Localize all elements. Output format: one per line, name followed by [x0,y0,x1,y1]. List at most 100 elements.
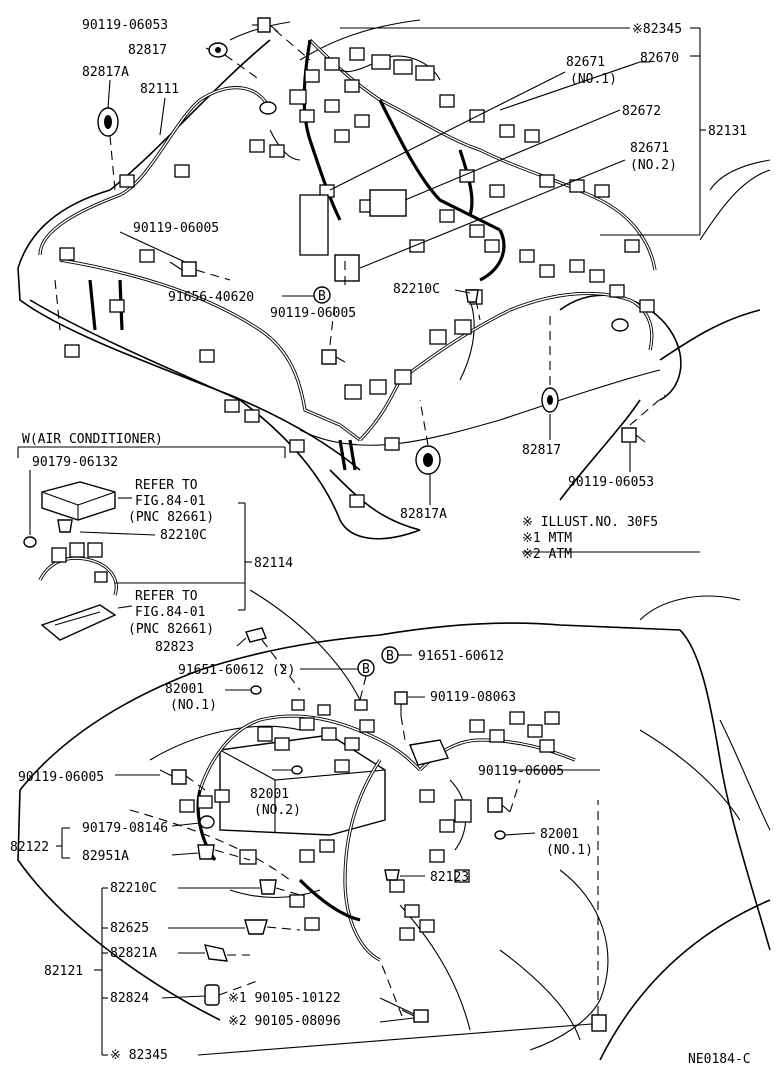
upper-connectors [59,47,655,508]
callout-90119-08063: 90119-08063 [430,690,516,705]
callout-82823: 82823 [155,640,194,655]
grommet-icon [611,318,629,332]
callout-82111: 82111 [140,82,179,97]
bolt-icon [621,427,646,443]
lower-connectors [179,699,560,941]
drawing-id: NE0184-C [688,1052,751,1067]
callout-82210C-lower: 82210C [110,881,157,896]
callout-82210C-aircon: 82210C [160,528,207,543]
clip-icon [259,879,277,895]
callout-90179-08146: 90179-08146 [82,821,168,836]
callout-82001-no1-lower: 82001 [540,827,579,842]
marker-b-label: B [386,649,394,664]
callout-82121: 82121 [44,964,83,979]
callout-82122: 82122 [10,840,49,855]
callout-90119-06005-lower-left: 90119-06005 [18,770,104,785]
callout-82670: 82670 [640,51,679,66]
bolt-icon [159,769,187,785]
lower-body-outline [17,589,771,1061]
bracket-icon [244,919,268,935]
bolt-icon [487,797,511,813]
clip-icon [494,830,506,840]
bolt-icon [169,261,197,277]
callout-82821A: 82821A [110,946,157,961]
marker-b-icon [313,286,331,304]
refer-pnc-label-1: (PNC 82661) [128,510,214,525]
ac-harness [38,542,118,596]
clip-icon [57,519,73,533]
protector-icon [204,984,220,1006]
refer-fig-label-2: FIG.84-01 [135,605,205,620]
aircon-section-title: W(AIR CONDITIONER) [22,432,163,447]
clamp-icon [204,944,229,962]
callout-90119-06005-upper: 90119-06005 [133,221,219,236]
refer-to-label-1: REFER TO [135,478,198,493]
callout-labels: 90119-06053 82817 82817A 82111 ※82345 82… [10,18,751,1067]
callout-82817A-lower: 82817A [400,507,447,522]
refer-fig-label-1: FIG.84-01 [135,494,205,509]
callout-90119-06005-lower-right: 90119-06005 [478,764,564,779]
marker-b-label: B [318,289,326,304]
grommet-icon [97,107,119,137]
callout-91651-60612: 91651-60612 [418,649,504,664]
callout-91656-40620: 91656-40620 [168,290,254,305]
callout-82001-no1-lower-suffix: (NO.1) [546,843,593,858]
callout-82001-no2-suffix: (NO.2) [254,803,301,818]
callout-82625: 82625 [110,921,149,936]
refer-pnc-label-2: (PNC 82661) [128,622,214,637]
clamp-icon [208,42,228,58]
callout-82345-lower: ※ 82345 [110,1048,168,1063]
callout-91651-60612-qty2: 91651-60612 (2) [178,663,295,678]
callout-90119-06005-upper-b: 90119-06005 [270,306,356,321]
upper-hardware: B [97,17,646,475]
callout-90105-08096: ※2 90105-08096 [228,1014,341,1029]
callout-82001-no2: 82001 [250,787,289,802]
callout-82817-lower: 82817 [522,443,561,458]
callout-90119-06053-lower: 90119-06053 [568,475,654,490]
callout-82114: 82114 [254,556,293,571]
callout-82345-upper: ※82345 [632,22,682,37]
clamp-icon [199,815,215,829]
refer-to-label-2: REFER TO [135,589,198,604]
callout-82671-no1: 82671 [566,55,605,70]
callout-82001-no1-upper-suffix: (NO.1) [170,698,217,713]
connector-icon [591,1014,607,1032]
callout-90105-10122: ※1 90105-10122 [228,991,341,1006]
lower-dashed-leaders [185,639,599,1017]
callout-82817A-upper: 82817A [82,65,129,80]
callout-82210C-upper: 82210C [393,282,440,297]
clip-icon [250,685,262,695]
upper-leaders [107,24,706,505]
relay-block-icon [40,604,117,641]
bolt-icon [394,691,408,716]
lower-leaders [56,551,700,1056]
grommet-icon [415,445,441,475]
callout-90179-06132: 90179-06132 [32,455,118,470]
upper-dashed-leaders [54,29,666,446]
bolt-icon [321,349,346,365]
aircon-section [17,446,286,641]
clip-icon [245,627,267,643]
clip-icon [384,869,400,881]
callout-82817-upper: 82817 [128,43,167,58]
legend-mtm: ※1 MTM [522,531,572,546]
callout-82131: 82131 [708,124,747,139]
callout-82824: 82824 [110,991,149,1006]
callout-82951A: 82951A [82,849,129,864]
callout-82123: 82123 [430,870,469,885]
legend-atm: ※2 ATM [522,547,572,562]
callout-82671-no2-suffix: (NO.2) [630,158,677,173]
clip-icon [197,844,215,860]
callout-82671-no1-suffix: (NO.1) [570,72,617,87]
callout-82001-no1-upper: 82001 [165,682,204,697]
legend-illust-number: ※ ILLUST.NO. 30F5 [522,515,658,530]
marker-b-label: B [362,662,370,677]
bolt-icon [401,1009,429,1023]
callout-90119-06053-upper: 90119-06053 [82,18,168,33]
callout-82672: 82672 [622,104,661,119]
relay-block-icon [41,481,116,521]
clip-icon [291,765,303,775]
upper-body-outline [17,19,771,540]
bolt-icon [23,536,37,548]
